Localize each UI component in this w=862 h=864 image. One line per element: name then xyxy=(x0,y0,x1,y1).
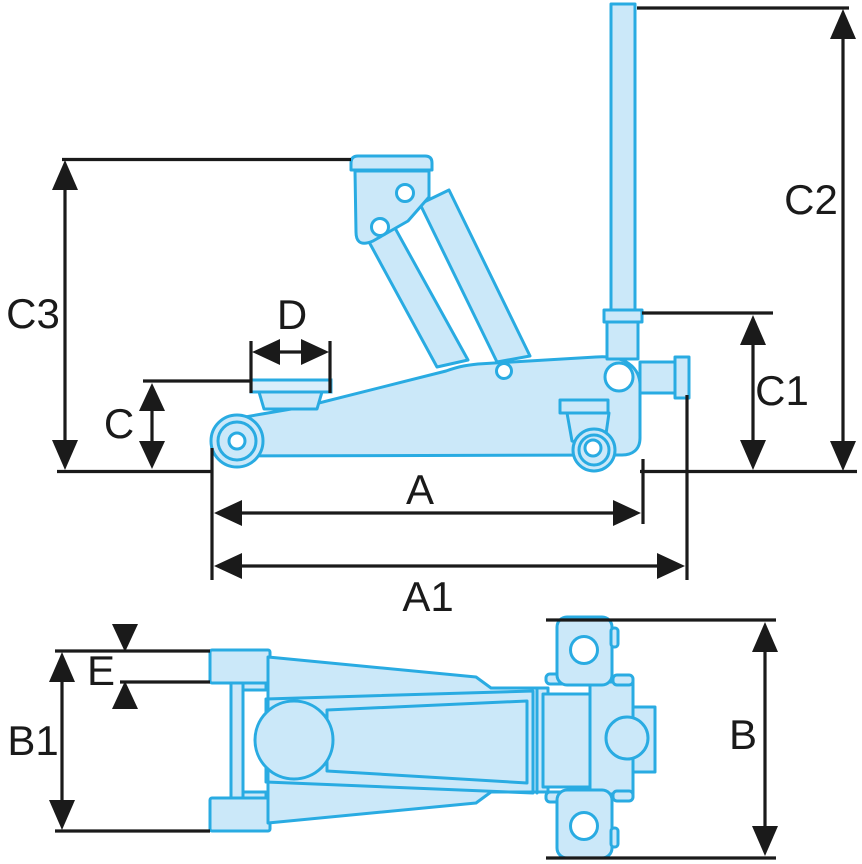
arm-pivot-hole-upper xyxy=(395,183,415,203)
caster-plate xyxy=(558,398,610,415)
arm-beam-front xyxy=(418,188,532,364)
caster-top-hole xyxy=(569,635,599,665)
dim-label-d: D xyxy=(276,291,308,338)
pump-block-left xyxy=(541,692,592,789)
pad-neck xyxy=(257,390,324,411)
dim-label-b1: B1 xyxy=(7,717,59,764)
tab-bottom-right xyxy=(611,789,635,803)
dimension-d xyxy=(249,339,332,393)
handle-bar xyxy=(609,2,637,313)
top-view-drawing xyxy=(208,615,657,860)
dim-label-c: C xyxy=(103,400,135,447)
dimension-b xyxy=(546,618,778,860)
handle-socket xyxy=(605,320,640,361)
caster-wheel-rim xyxy=(577,433,611,467)
chassis-hole-large xyxy=(603,361,635,393)
dimension-c2 xyxy=(637,6,857,474)
dimension-c1 xyxy=(642,311,773,470)
dimension-a1 xyxy=(214,395,689,580)
dim-label-b: B xyxy=(728,711,758,758)
arm-pivot-hole-lower xyxy=(370,217,390,237)
dim-label-a: A xyxy=(405,466,435,513)
dim-label-e: E xyxy=(86,647,116,694)
saddle-cap xyxy=(349,154,434,172)
dimension-b1 xyxy=(49,652,210,833)
front-wheel-top xyxy=(208,648,272,685)
rear-stub xyxy=(638,360,679,395)
arm-top xyxy=(325,699,529,785)
front-axle xyxy=(229,665,245,817)
dimension-e xyxy=(55,624,210,709)
dim-label-c1: C1 xyxy=(755,367,809,414)
handle-collar xyxy=(602,308,644,324)
front-wheel-bottom xyxy=(208,796,272,833)
caster-top-bump xyxy=(609,626,620,649)
dimension-a xyxy=(210,448,645,580)
dim-label-c2: C2 xyxy=(784,176,838,223)
caster-bottom-hole xyxy=(569,811,599,841)
front-wheel-hub xyxy=(227,431,247,451)
dim-label-c3: C3 xyxy=(6,290,60,337)
pad-cap xyxy=(249,378,333,394)
saddle-top xyxy=(253,699,335,781)
caster-wheel-hub xyxy=(583,438,603,458)
pump-piston xyxy=(604,715,650,761)
chassis-hole-small xyxy=(495,362,513,380)
front-wheel-rim xyxy=(216,420,258,462)
dimension-c xyxy=(139,379,251,469)
side-view-drawing xyxy=(209,2,691,473)
dim-label-a1: A1 xyxy=(402,573,454,620)
dimension-c3 xyxy=(52,157,351,474)
tab-top-right xyxy=(611,673,635,687)
caster-bottom-bump xyxy=(609,826,620,849)
rear-stub-cap xyxy=(673,355,691,400)
